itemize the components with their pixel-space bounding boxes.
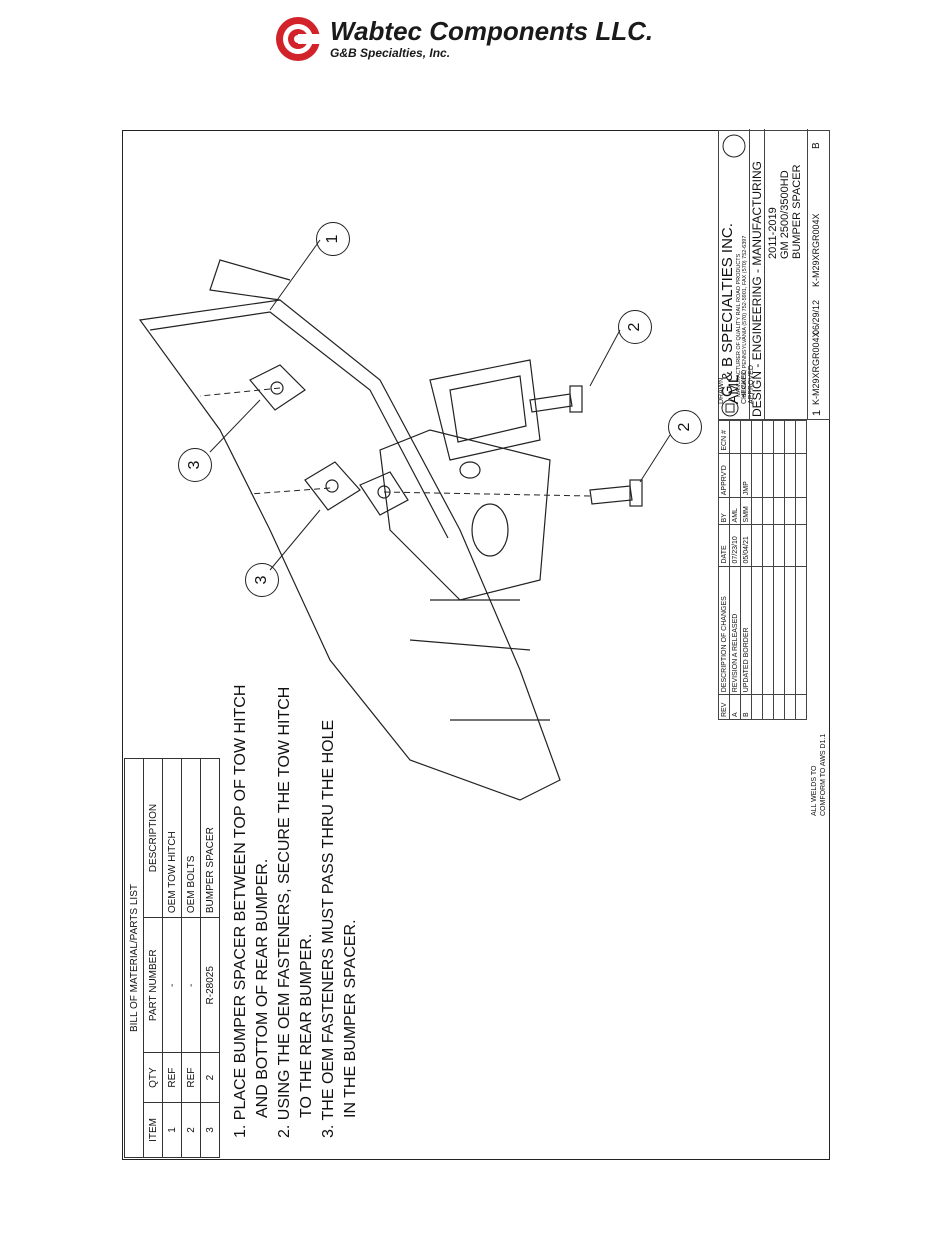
callout-3: 3 [245, 563, 279, 597]
bom-table: BILL OF MATERIAL/PARTS LIST ITEM QTY PAR… [124, 758, 220, 1158]
revision-table: REV DESCRIPTION OF CHANGES DATE BY APPRV… [718, 420, 830, 720]
rev-cell: AML [729, 497, 741, 525]
bom-header: DESCRIPTION [143, 758, 163, 918]
bom-cell: REF [162, 1052, 182, 1103]
note-line: TO THE REAR BUMPER. [298, 933, 315, 1118]
rev-cell: A [729, 694, 741, 720]
rev-cell: B [740, 694, 752, 720]
rev-cell: 07/23/10 [729, 524, 741, 567]
bom-cell: OEM TOW HITCH [162, 758, 182, 918]
callout-2: 2 [618, 310, 652, 344]
rev-cell: REVISION A RELEASED [729, 566, 741, 695]
part-number: K-M29XRGR004X [811, 213, 821, 287]
bom-cell: 3 [200, 1102, 220, 1158]
rev-header: BY [718, 497, 730, 525]
rev-cell: JMP [740, 453, 752, 498]
welds-note: ALL WELDS TO COMFORM TO AWS D1.1 [810, 716, 828, 816]
rev-cell [729, 420, 741, 454]
bom-cell: - [162, 917, 182, 1053]
bom-title: BILL OF MATERIAL/PARTS LIST [124, 758, 144, 1158]
bom-header: PART NUMBER [143, 917, 163, 1053]
drawing-sheet [122, 130, 830, 1160]
bom-cell: 2 [181, 1102, 201, 1158]
wabtec-logo-icon [276, 17, 322, 61]
bom-header: ITEM [143, 1102, 163, 1158]
note-line: IN THE BUMPER SPACER. [342, 919, 359, 1118]
drawing-notes: 1. PLACE BUMPER SPACER BETWEEN TOP OF TO… [230, 684, 362, 1138]
bom-cell: REF [181, 1052, 201, 1103]
callout-3: 3 [178, 448, 212, 482]
rev-header: REV [718, 694, 730, 720]
rev-cell: SMM [740, 497, 752, 525]
callout-2: 2 [668, 410, 702, 444]
drawn-by-block: DRAWN AML CHECKED APPROVED [718, 354, 830, 404]
title-block: REV DESCRIPTION OF CHANGES DATE BY APPRV… [718, 129, 832, 720]
header-logo: Wabtec Components LLC. G&B Specialties, … [272, 14, 702, 64]
bom-header: QTY [143, 1052, 163, 1103]
gb-logo-icon [721, 399, 739, 417]
bom-cell: 2 [200, 1052, 220, 1103]
bom-row: 3 2 R-28025 BUMPER SPACER [200, 758, 220, 1158]
rev-row: B UPDATED BORDER 05/04/21 SMM JMP [740, 420, 752, 720]
part-model: GM 2500/3500HD [779, 170, 791, 259]
bom-cell: 1 [162, 1102, 182, 1158]
note-line: 3. THE OEM FASTENERS MUST PASS THRU THE … [320, 719, 337, 1138]
rev-header: DATE [718, 524, 730, 567]
bom-row: 1 REF - OEM TOW HITCH [162, 758, 182, 1158]
bom-cell: R-28025 [200, 917, 220, 1053]
bom-row: 2 REF - OEM BOLTS [181, 758, 201, 1158]
rev-cell [740, 420, 752, 454]
date-drawn: 06/29/12 [811, 299, 821, 335]
note-line: AND BOTTOM OF REAR BUMPER. [254, 858, 271, 1118]
company-block: G & B SPECIALTIES INC. MANUFACTURER OF Q… [718, 129, 832, 420]
revision-letter: B [811, 142, 822, 149]
logo-title: Wabtec Components LLC. [330, 16, 654, 46]
bom-cell: - [181, 917, 201, 1053]
drawn-by: AML [725, 375, 741, 404]
rev-header: APPRV'D [718, 453, 730, 498]
part-illustration [138, 239, 671, 801]
welds-line: ALL WELDS TO [811, 765, 818, 816]
checked-label: CHECKED [741, 369, 748, 404]
rev-cell: 05/04/21 [740, 524, 752, 567]
part-name: BUMPER SPACER [791, 164, 803, 259]
seal-icon [722, 134, 746, 158]
bom-cell: BUMPER SPACER [200, 758, 220, 918]
callout-1: 1 [316, 222, 350, 256]
logo-subtitle: G&B Specialties, Inc. [330, 46, 451, 60]
rev-cell: UPDATED BORDER [740, 566, 752, 695]
rev-header: ECN # [718, 420, 730, 454]
note-line: 2. USING THE OEM FASTENERS, SECURE THE T… [276, 686, 293, 1138]
approved-label: APPROVED [748, 365, 755, 404]
rev-cell [729, 453, 741, 498]
welds-line: COMFORM TO AWS D1.1 [820, 733, 827, 816]
rev-header: DESCRIPTION OF CHANGES [718, 566, 730, 695]
note-line: 1. PLACE BUMPER SPACER BETWEEN TOP OF TO… [232, 684, 249, 1138]
sheet-number: 1 [811, 409, 823, 416]
bom-cell: OEM BOLTS [181, 758, 201, 918]
part-year: 2011-2019 [767, 207, 779, 259]
drawn-label: DRAWN [718, 377, 725, 404]
rev-row: A REVISION A RELEASED 07/23/10 AML [729, 420, 741, 720]
